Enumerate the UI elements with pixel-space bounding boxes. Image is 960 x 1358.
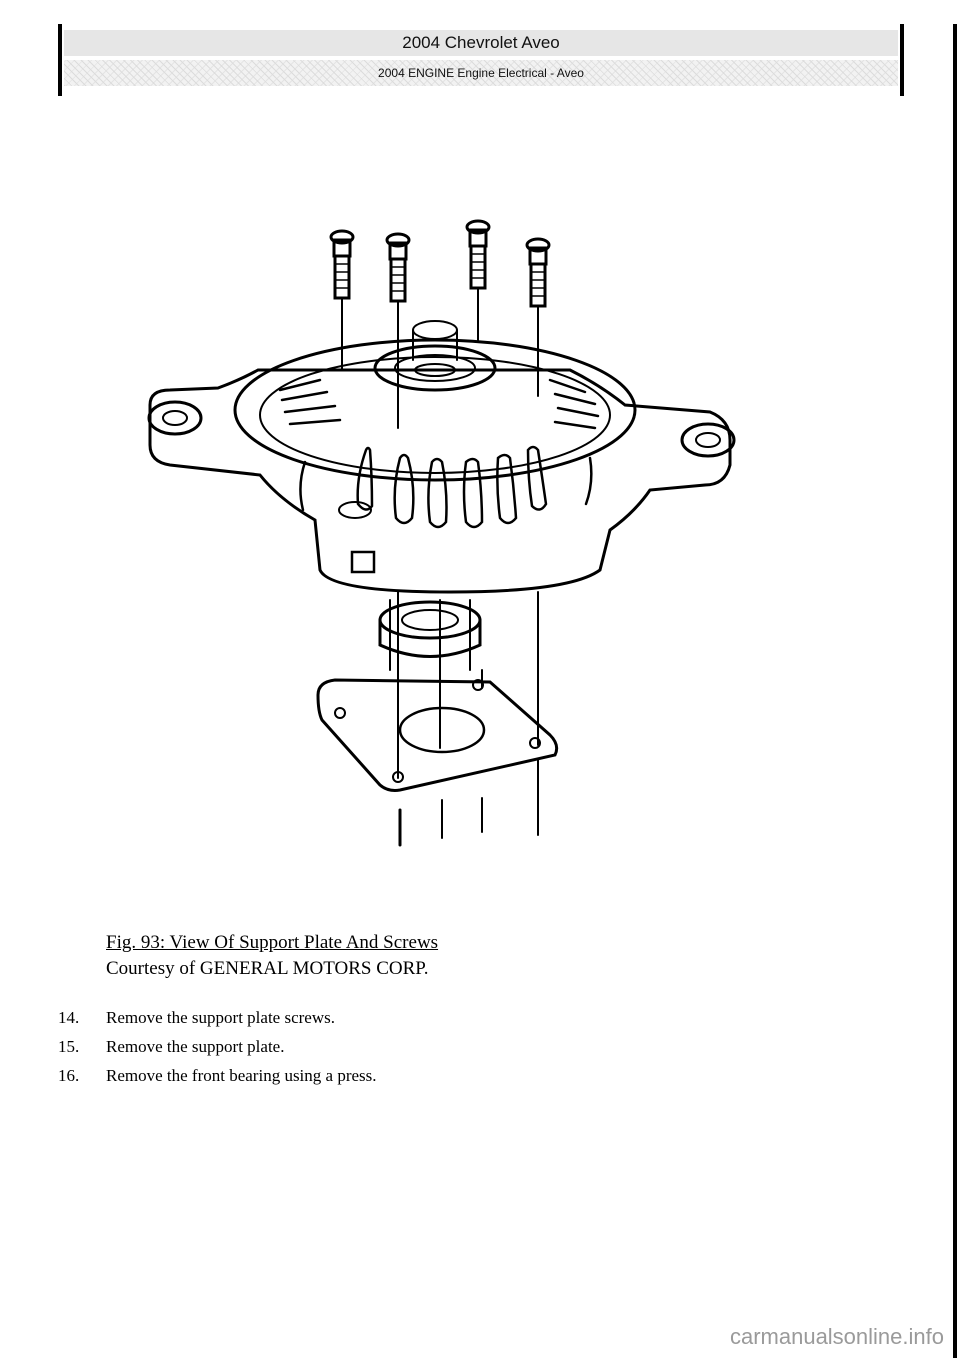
step-text: Remove the front bearing using a press. [106,1066,377,1085]
step-number: 14. [58,1008,80,1027]
step-14: 14. Remove the support plate screws. [58,1003,858,1032]
header-left-bar [58,24,62,96]
front-bearing [378,599,482,671]
screw-2 [385,232,411,429]
step-16: 16. Remove the front bearing using a pre… [58,1061,858,1090]
figure-title: Fig. 93: View Of Support Plate And Screw… [106,932,439,953]
page-right-border [953,24,957,1358]
step-text: Remove the support plate. [106,1037,285,1056]
step-number: 15. [58,1037,80,1056]
figure-courtesy: Courtesy of GENERAL MOTORS CORP. [106,958,429,979]
header-title: 2004 Chevrolet Aveo [64,30,898,56]
alignment-lines [397,591,539,847]
screw-4 [525,237,551,397]
screw-3 [465,219,491,341]
figure-caption: Fig. 93: View Of Support Plate And Screw… [106,930,706,982]
watermark: carmanualsonline.info [729,1324,944,1349]
support-plate [316,678,559,792]
step-number: 16. [58,1066,80,1085]
procedure-steps: 14. Remove the support plate screws. 15.… [58,1003,858,1090]
document-header: 2004 Chevrolet Aveo 2004 ENGINE Engine E… [58,24,904,96]
alternator-housing [147,320,736,594]
step-text: Remove the support plate screws. [106,1008,335,1027]
header-subtitle: 2004 ENGINE Engine Electrical - Aveo [64,60,898,86]
header-right-bar [900,24,904,96]
support-plate-illustration [147,219,736,847]
screw-1 [329,229,355,371]
step-15: 15. Remove the support plate. [58,1032,858,1061]
